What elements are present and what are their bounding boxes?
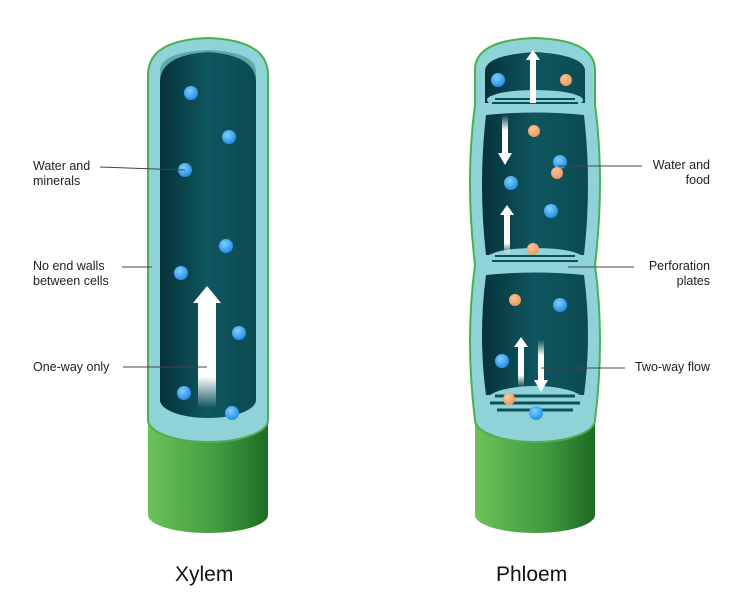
phloem-leader-lines bbox=[541, 165, 642, 369]
xylem-title: Xylem bbox=[175, 563, 234, 586]
phloem-vessel bbox=[469, 36, 601, 533]
label-two-way-flow: Two-way flow bbox=[634, 360, 710, 374]
phloem-title: Phloem bbox=[496, 563, 568, 586]
label-one-way-only: One-way only bbox=[33, 360, 110, 374]
up-arrow-icon bbox=[198, 303, 216, 408]
xylem-leader-lines bbox=[99, 166, 207, 368]
xylem-vessel bbox=[147, 36, 269, 533]
